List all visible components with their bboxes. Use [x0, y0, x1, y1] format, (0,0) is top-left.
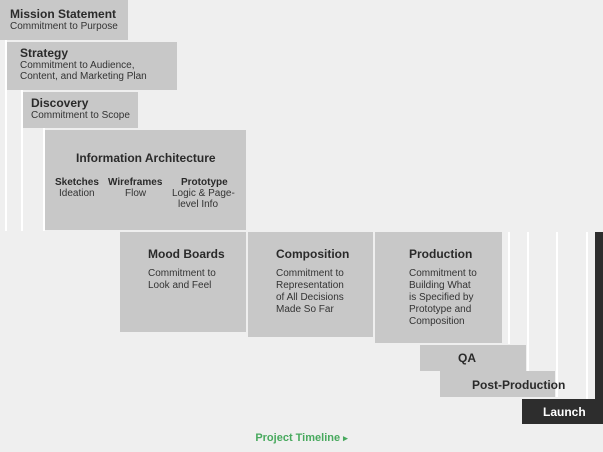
phase-desc-line: Commitment to Audience,: [20, 60, 135, 71]
phase-desc-line: Content, and Marketing Plan: [20, 71, 147, 82]
phase-strategy: Strategy Commitment to Audience, Content…: [7, 42, 177, 90]
phase-desc: Commitment to Scope: [31, 110, 130, 121]
phase-title: Discovery: [31, 96, 89, 110]
production-line: [508, 232, 510, 344]
ia-item-desc: level Info: [178, 199, 219, 210]
launch-strip: [595, 232, 603, 400]
phase-production: Production Commitment to Building What i…: [375, 232, 502, 343]
phase-title: Post-Production: [472, 378, 566, 392]
phase-desc-line: Representation: [276, 280, 344, 291]
qa-line: [527, 232, 529, 371]
ia-item-desc: Ideation: [59, 188, 95, 199]
phase-mood-boards: Mood Boards Commitment to Look and Feel: [120, 232, 246, 332]
phase-title: Production: [409, 247, 473, 261]
phase-title: Information Architecture: [76, 151, 216, 165]
phase-mission-statement: Mission Statement Commitment to Purpose: [0, 0, 128, 40]
timeline-text: Project Timeline: [255, 432, 341, 444]
mission-line: [5, 0, 7, 231]
phase-composition: Composition Commitment to Representation…: [248, 232, 373, 337]
phase-title: Composition: [276, 247, 350, 261]
ia-item-desc: Flow: [125, 188, 147, 199]
phase-title: QA: [458, 351, 476, 365]
phase-title: Launch: [543, 405, 586, 419]
phase-title: Strategy: [20, 46, 69, 60]
phase-information-architecture: Information Architecture Sketches Ideati…: [45, 130, 246, 230]
phase-desc-line: Commitment to: [409, 268, 477, 279]
phase-qa: QA: [420, 345, 526, 371]
ia-item-title: Wireframes: [108, 177, 163, 188]
postprod-line: [556, 232, 558, 397]
phase-desc-line: Made So Far: [276, 304, 334, 315]
ia-item-title: Prototype: [181, 177, 228, 188]
phase-desc-line: Prototype and: [409, 304, 472, 315]
discovery-line: [43, 128, 45, 231]
play-arrow-icon: ▸: [343, 433, 348, 443]
phase-desc-line: Composition: [409, 316, 465, 327]
phase-title: Mood Boards: [148, 247, 225, 261]
phase-title: Mission Statement: [10, 7, 117, 21]
phase-desc-line: of All Decisions: [276, 292, 344, 303]
ia-item-desc: Logic & Page-: [172, 188, 235, 199]
phase-launch: Launch: [522, 399, 603, 424]
phase-desc: Commitment to Purpose: [10, 21, 118, 32]
strategy-line: [21, 90, 23, 231]
ia-item-title: Sketches: [55, 177, 99, 188]
phase-desc-line: is Specified by: [409, 292, 474, 303]
phase-desc-line: Look and Feel: [148, 280, 212, 291]
phase-discovery: Discovery Commitment to Scope: [23, 92, 138, 128]
launch-line: [586, 232, 588, 399]
project-timeline-label: Project Timeline ▸: [0, 432, 603, 444]
phase-desc-line: Building What: [409, 280, 471, 291]
phase-post-production: Post-Production: [440, 371, 565, 397]
phase-desc-line: Commitment to: [148, 268, 216, 279]
phase-desc-line: Commitment to: [276, 268, 344, 279]
